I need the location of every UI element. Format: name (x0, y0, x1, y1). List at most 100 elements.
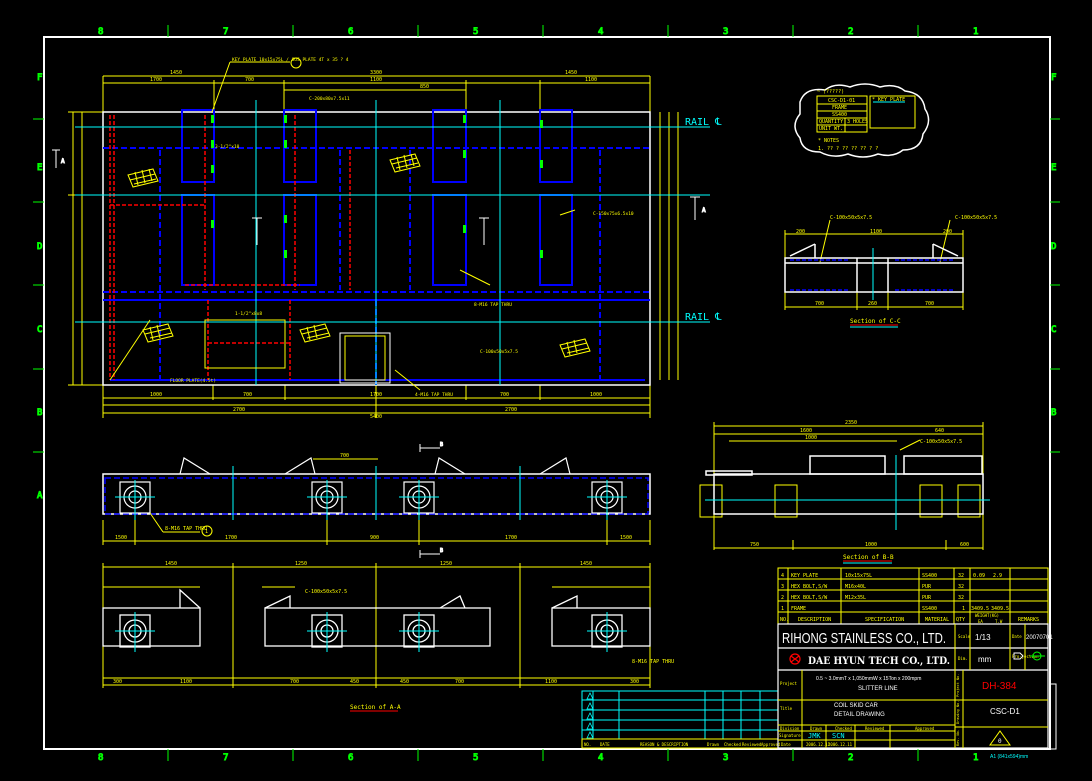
title_block-title_label-text: Title (780, 706, 793, 711)
elevation-dims-2-text: 900 (370, 535, 379, 541)
elevation-top_dim-text: 700 (340, 453, 349, 459)
section_aa-top_dims-1-text: 1250 (295, 561, 307, 567)
parts_list-headers-0-text: NO. (780, 617, 789, 623)
section_bb-bottom_dims-2-text: 600 (960, 542, 969, 548)
revision_table-headers-6-text: Approved (761, 742, 781, 747)
revision_table-headers-1-text: DATE (600, 742, 610, 747)
scale-value: 1/13 (975, 633, 991, 642)
revision_table-headers-3-text: Drawn (707, 742, 720, 747)
title_block-date_row_label-text: Date (781, 742, 791, 747)
revision-table: NO. DATE REASON & DESCRIPTION Drawn Chec… (581, 690, 781, 749)
parts_list-rows-2-no-text: 2 (781, 595, 784, 601)
section_aa-top_dims-3-text: 1450 (580, 561, 592, 567)
sheet-size: A1 (841x594)mm (990, 754, 1028, 760)
parts_list-headers-1-text: DESCRIPTION (798, 617, 831, 623)
parts_list-rows-2-spec-text: M12x35L (845, 595, 866, 601)
plan_view-top_dims-0-text: 1450 (170, 70, 182, 76)
callout-key-plate: KEY PLATE 10x15x75L / SUS PLATE 4T x 35 … (232, 57, 349, 63)
callout-pipe: 3-1/2"x10 (215, 144, 240, 150)
title_block-sign_headers-3-text: Reviewed (865, 726, 885, 731)
section_aa-bottom_dims-2-text: 700 (290, 679, 299, 685)
section_aa-bottom_dims-5-text: 450 (400, 679, 409, 685)
col-label-bottom-2: 2 (848, 753, 853, 763)
section_aa-bottom_dims-6-text: 700 (455, 679, 464, 685)
col-label-bottom-5: 5 (473, 753, 478, 763)
elevation-section_marks-1-text: B (440, 548, 443, 554)
row-label-left-A: A (37, 491, 43, 501)
plan_view-bottom_dims-7-text: 5400 (370, 414, 382, 420)
parts_list-rows-0-description-text: KEY PLATE (791, 573, 818, 579)
section_cc-callouts-1-text: C-100x50x5x7.5 (955, 215, 997, 221)
section_cc-callouts-0-text: C-100x50x5x7.5 (830, 215, 872, 221)
maker-name: DAE HYUN TECH CO., LTD. (808, 656, 950, 667)
parts_list-rows-0-qty-text: 32 (958, 573, 964, 579)
col-label-top-3: 3 (723, 27, 728, 37)
col-label-top-8: 8 (98, 27, 103, 37)
plan_view-section_marks-0-text: A (61, 158, 65, 165)
parts_list-rows-3-tw-text: 3409.5 (991, 606, 1009, 612)
parts_list-rows-3-no-text: 1 (781, 606, 784, 612)
parts_list-headers-2-text: SPECIFICATION (865, 617, 904, 623)
parts_list-rows-0-material-text: SS400 (922, 573, 937, 579)
parts_list-rows-2-qty-text: 32 (958, 595, 964, 601)
parts_list-rows-3-qty-text: 1 (962, 606, 965, 612)
title_block-sign_headers-4-text: Approved (915, 726, 935, 731)
section_cc-bottom_dims-1-text: 260 (868, 301, 877, 307)
section_aa-bottom_dims-1-text: 1100 (180, 679, 192, 685)
title_block-revision_symbol-text: 0 (998, 738, 1002, 745)
parts-list-table: 4 KEY PLATE 10x15x75L SS400 32 0.09 2.9 … (777, 567, 1049, 625)
section_bb-bottom_dims-0-text: 750 (750, 542, 759, 548)
col-label-bottom-7: 7 (223, 753, 228, 763)
notes-cloud: ~ (?????) CSC-D1-01 FRAME SS400 QUANTITY… (794, 83, 930, 158)
notes_cloud-quantity_value-text: 3 HOLES (847, 119, 868, 125)
callout-tap-4: 4-M16 TAP THRU (415, 392, 453, 398)
row-label-left-F: F (37, 73, 42, 83)
section_cc-bottom_dims-2-text: 700 (925, 301, 934, 307)
plan_view-top_dims-6-text: 850 (420, 84, 429, 90)
parts_list-headers-4-text: QTY (956, 617, 965, 623)
row-label-right-E: E (1051, 163, 1056, 173)
client-name: RIHONG STAINLESS CO., LTD. (782, 630, 946, 647)
notes_cloud-notes_line-text: 1. ?? ? ?? ?? ?? ? ? (818, 146, 878, 152)
col-label-top-7: 7 (223, 27, 228, 37)
plan_view-top_dims-2-text: 1450 (565, 70, 577, 76)
notes_cloud-quantity_label-text: QUANTITY (819, 119, 843, 125)
project-no: DH-384 (982, 681, 1017, 692)
title_block-sign_headers-1-text: Drawn (810, 726, 823, 731)
title_block-rev_label-text: Rev. No. (956, 729, 960, 746)
title-block: RIHONG STAINLESS CO., LTD. DAE HYUN TECH… (777, 623, 1057, 760)
elevation-callout-text: 8-M16 TAP THRU (165, 526, 207, 532)
elevation-callout_no-text: 1 (205, 529, 208, 535)
parts_list-headers-3-text: MATERIAL (925, 617, 949, 623)
parts_list-rows-3-ea-text: 3409.5 (971, 606, 989, 612)
section_cc-top_dims-0-text: 200 (796, 229, 805, 235)
title_block-drawing_no_label-text: Drawing No. (956, 701, 960, 724)
parts_list-weight_sub-1-text: T.W (995, 619, 1003, 624)
elevation-section_marks-0-text: B (440, 442, 443, 448)
parts_list-rows-0-ea-text: 0.09 (973, 573, 985, 579)
plan_view-top_dims-5-text: 1100 (370, 77, 382, 83)
row-label-left-C: C (37, 325, 42, 335)
col-label-bottom-8: 8 (98, 753, 103, 763)
row-label-left-B: B (37, 408, 42, 418)
notes_cloud-part_no-text: CSC-D1-01 (828, 98, 855, 104)
parts_list-rows-3-material-text: SS400 (922, 606, 937, 612)
plan_view-top_dims-1-text: 3300 (370, 70, 382, 76)
section_bb-top_dims-2-text: 640 (935, 428, 944, 434)
rail-centerline-label-top: RAIL ℄ (685, 117, 722, 128)
title_block-sign_label-text: Signature (779, 733, 801, 738)
parts_list-headers-5-text: WEIGHT(KG) (975, 613, 999, 618)
callout-channel-100: C-100x50x5x7.5 (480, 349, 518, 355)
elevation-dims-0-text: 1500 (115, 535, 127, 541)
company-logo-icon (789, 653, 801, 665)
plan_view-bottom_dims-2-text: 1700 (370, 392, 382, 398)
plan_view-bottom_dims-5-text: 2700 (233, 407, 245, 413)
projection-symbol-icon (1013, 651, 1045, 661)
title_block-project_no_label-text: Project No. (956, 674, 960, 697)
parts_list-rows-0-no-text: 4 (781, 573, 784, 579)
section_cc-top_dims-4-text: 200 (943, 229, 952, 235)
section_bb-top_dims-0-text: 2350 (845, 420, 857, 426)
col-label-top-6: 6 (348, 27, 353, 37)
section-cc-view: C-100x50x5x7.5 C-100x50x5x7.5 200 1100 2… (784, 215, 997, 328)
title_block-date_label-text: Date (1012, 634, 1022, 639)
